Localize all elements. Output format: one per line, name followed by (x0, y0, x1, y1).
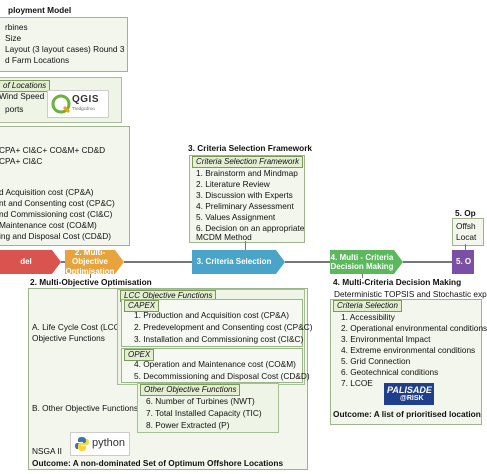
stage5-item: Locat (456, 232, 477, 242)
stage2-bar: 2. Multi-Objective Optimisation (65, 247, 115, 276)
python-logo: python (70, 432, 130, 456)
stage1-cost-item: d Acquisition cost (CP&A) (0, 187, 94, 197)
stage4-item: 4. Extreme environmental conditions (341, 345, 476, 355)
capex-item: 1. Production and Acquisition cost (CP&A… (134, 310, 289, 320)
other-box: Other Objective Functions 6. Number of T… (137, 383, 279, 433)
stage3-bar-arrow (276, 250, 285, 274)
palisade-logo: PALISADE @RISK (384, 383, 434, 405)
capex-item: 3. Installation and Commissioning cost (… (134, 334, 304, 344)
stage1-cost-item: nt and Consenting cost (CP&C) (0, 198, 115, 208)
stage3-item: 5. Values Assignment (196, 212, 276, 222)
stage1-location-item: Wind Speed (0, 91, 45, 101)
stage4-item: 2. Operational environmental conditions (341, 323, 487, 333)
bar-connector (124, 261, 192, 263)
stage5-item: Offsh (456, 221, 476, 231)
stage4-method: Deterministic TOPSIS and Stochastic exp (334, 289, 487, 299)
stage3-item: 1. Brainstorm and Mindmap (196, 168, 298, 178)
opex-item: 5. Decommissioning and Disposal Cost (CD… (134, 371, 310, 381)
stage2-title: 2. Multi-Objective Optimisation (30, 277, 152, 287)
qgis-logo: QGIS Tredgcdroo (47, 90, 109, 118)
stage4-connector (362, 274, 363, 278)
stage1-items-box: rbines Size Layout (3 layout cases) Roun… (0, 17, 128, 72)
stage1-item: d Farm Locations (5, 55, 70, 65)
capex-box: CAPEX 1. Production and Acquisition cost… (121, 299, 312, 347)
bar-connector (61, 261, 65, 263)
stage2-bar-label: 2. Multi-Objective Optimisation (65, 247, 115, 276)
stage3-item: MCDM Method (196, 232, 252, 242)
qgis-logo-text: QGIS (72, 94, 100, 105)
bar-connector (285, 261, 330, 263)
bar-connector (403, 261, 452, 263)
stage1-item: Layout (3 layout cases) Round 3 (5, 44, 125, 54)
stage3-bar: 3. Criteria Selection (192, 250, 276, 274)
palisade-logo-text: PALISADE (387, 385, 432, 395)
stage5-box: Offsh Locat (452, 218, 484, 246)
stage1-cost-item: CPA+ CI&C+ CO&M+ CD&D (0, 145, 106, 155)
stage3-connector (245, 241, 246, 250)
stage1-item: rbines (5, 22, 28, 32)
stage1-bar-arrow (52, 250, 61, 274)
stage5-bar-label: 5. O (456, 257, 472, 267)
stage3-title: 3. Criteria Selection Framework (188, 143, 313, 153)
other-item: 8. Power Extracted (P) (146, 420, 230, 430)
palisade-logo-subtext: @RISK (400, 395, 424, 402)
stage2-connector (90, 274, 91, 278)
stage5-title: 5. Op (455, 208, 476, 218)
stage1-cost-item: ing and Disposal Cost (CD&D) (0, 231, 112, 241)
other-label: B. Other Objective Functions (32, 403, 139, 413)
stage4-item: 1. Accessibility (341, 312, 395, 322)
lcc-label: A. Life Cycle Cost (LCC) (32, 322, 123, 332)
stage1-bar-label: del (20, 257, 32, 267)
stage3-tag: Criteria Selection Framework (192, 156, 304, 168)
stage2-outcome: Outcome: A non-dominated Set of Optimum … (32, 458, 284, 468)
stage1-cost-item: nd Commissioning cost (CI&C) (0, 209, 113, 219)
other-item: 7. Total Installed Capacity (TIC) (146, 408, 262, 418)
stage4-item: 7. LCOE (341, 378, 373, 388)
stage1-locations-tag: of Locations (0, 80, 51, 92)
stage4-item: 3. Environmental Impact (341, 334, 431, 344)
stage4-title: 4. Multi-Criteria Decision Making (333, 277, 462, 287)
stage3-box: Criteria Selection Framework 1. Brainsto… (189, 155, 305, 243)
opex-tag: OPEX (124, 349, 155, 361)
lcc-label: Objective Functions (32, 333, 105, 343)
stage1-title: ployment Model (8, 5, 72, 15)
opex-box: OPEX 4. Operation and Maintenance cost (… (121, 348, 310, 383)
stage3-item: 2. Literature Review (196, 179, 270, 189)
stage4-outcome: Outcome: A list of prioritised location (333, 409, 481, 419)
stage1-item: Size (5, 33, 22, 43)
qgis-icon (51, 94, 71, 114)
stage1-cost-item: Maintenance cost (CO&M) (0, 220, 97, 230)
stage1-cost-item: CPA+ CI&C (0, 156, 43, 166)
stage4-bar: 4. Multi - Criteria Decision Making (330, 250, 394, 274)
stage4-item: 6. Geotechnical conditions (341, 367, 439, 377)
other-item: 6. Number of Turbines (NWT) (146, 396, 255, 406)
capex-item: 2. Predevelopment and Consenting cost (C… (134, 322, 313, 332)
capex-tag: CAPEX (124, 300, 160, 312)
stage1-cost-box: CPA+ CI&C+ CO&M+ CD&D CPA+ CI&C d Acquis… (0, 126, 130, 246)
python-logo-text: python (92, 437, 126, 449)
opex-item: 4. Operation and Maintenance cost (CO&M) (134, 359, 296, 369)
stage4-bar-label: 4. Multi - Criteria Decision Making (330, 252, 394, 272)
qgis-logo-subtext: Tredgcdroo (72, 106, 95, 111)
stage4-bar-arrow (394, 250, 403, 274)
stage4-box: Criteria Selection 1. Accessibility 2. O… (330, 299, 487, 425)
stage1-location-item: ports (5, 104, 24, 114)
nsga-label: NSGA II (32, 446, 62, 456)
stage3-item: 6. Decision on an appropriate (196, 223, 305, 233)
stage2-bar-arrow (115, 250, 124, 274)
stage4-tag: Criteria Selection (333, 300, 402, 312)
stage1-locations-box: of Locations Wind Speed ports QGIS Tredg… (0, 77, 122, 123)
stage5-bar: 5. O (452, 250, 474, 274)
python-icon (75, 437, 89, 451)
stage5-connector (465, 244, 466, 250)
stage3-item: 4. Preliminary Assessment (196, 201, 294, 211)
other-tag: Other Objective Functions (140, 384, 241, 396)
stage4-item: 5. Grid Connection (341, 356, 411, 366)
stage3-item: 3. Discussion with Experts (196, 190, 293, 200)
stage1-bar: del (0, 250, 52, 274)
stage3-bar-label: 3. Criteria Selection (196, 257, 272, 267)
